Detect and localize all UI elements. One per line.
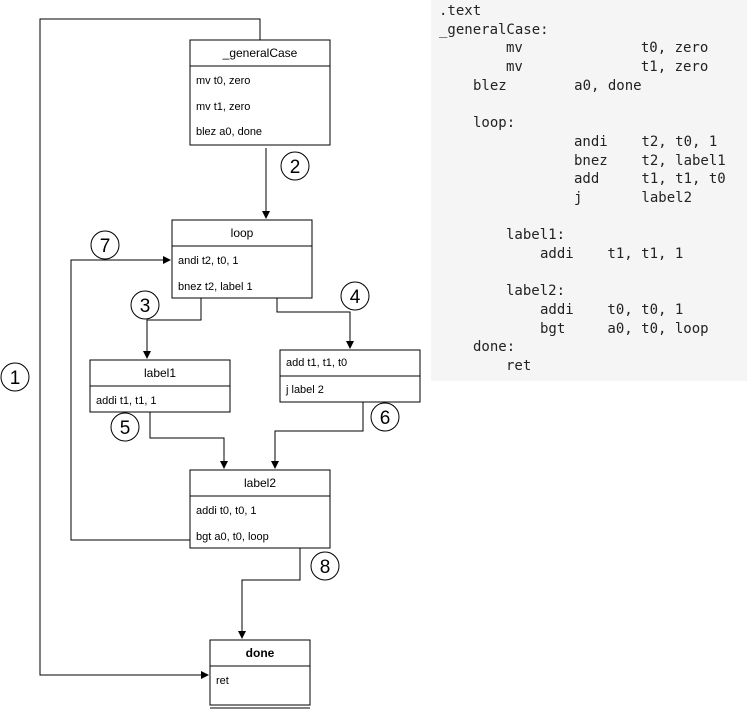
code-line: j label2 bbox=[574, 190, 693, 206]
badge-number: 3 bbox=[140, 296, 151, 317]
edge-number-badge: 4 bbox=[340, 281, 370, 311]
code-line: ret bbox=[506, 358, 532, 374]
code-line: blez a0, done bbox=[473, 78, 642, 94]
block-label1: label1 addi t1, t1, 1 bbox=[89, 359, 231, 413]
block-loop: loop andi t2, t0, 1 bnez t2, label 1 bbox=[171, 219, 313, 299]
edge-number-badge: 8 bbox=[310, 551, 340, 581]
block-title: label2 bbox=[244, 476, 276, 490]
code-line: mv t1, zero bbox=[506, 59, 709, 75]
code-line: addi t0, t0, 1 bbox=[540, 302, 684, 318]
badge-number: 8 bbox=[320, 557, 331, 578]
block-addblock: add t1, t1, t0 j label 2 bbox=[279, 349, 421, 403]
block-instruction: blez a0, done bbox=[196, 126, 262, 138]
code-line: done: bbox=[473, 339, 516, 355]
code-line: mv t0, zero bbox=[506, 40, 709, 56]
edge-label2-to-done bbox=[238, 548, 301, 639]
block-box bbox=[209, 639, 311, 706]
edge-number-badge: 7 bbox=[90, 230, 120, 260]
code-line: bgt a0, t0, loop bbox=[540, 321, 709, 337]
block-instruction: addi t0, t0, 1 bbox=[196, 505, 257, 517]
block-instruction: andi t2, t0, 1 bbox=[178, 255, 239, 267]
code-line: add t1, t1, t0 bbox=[574, 171, 726, 187]
badge-circle bbox=[280, 151, 310, 181]
badge-circle bbox=[340, 281, 370, 311]
badge-number: 2 bbox=[290, 157, 301, 178]
edge-label2-to-loop bbox=[70, 256, 190, 541]
block-title: label1 bbox=[144, 366, 176, 380]
block-title: loop bbox=[231, 226, 254, 240]
code-line: .text bbox=[439, 3, 482, 19]
block-box bbox=[171, 219, 313, 299]
edge-loop-to-label1 bbox=[143, 298, 202, 359]
block-title: done bbox=[246, 646, 275, 660]
code-line: label1: bbox=[506, 227, 566, 243]
badge-number: 1 bbox=[10, 368, 21, 389]
block-box bbox=[189, 39, 331, 146]
block-box bbox=[189, 469, 331, 549]
block-instruction: bgt a0, t0, loop bbox=[196, 531, 269, 543]
block-instruction: bnez t2, label 1 bbox=[178, 281, 253, 293]
badge-circle bbox=[110, 412, 140, 442]
code-line: loop: bbox=[473, 115, 516, 131]
block-instruction: addi t1, t1, 1 bbox=[96, 395, 157, 407]
block-instruction: mv t0, zero bbox=[196, 75, 250, 87]
block-done: done ret bbox=[209, 639, 311, 709]
badge-circle bbox=[130, 290, 160, 320]
code-line: andi t2, t0, 1 bbox=[574, 134, 718, 150]
badge-number: 7 bbox=[100, 236, 111, 257]
block-instruction: add t1, t1, t0 bbox=[286, 357, 347, 369]
badge-circle bbox=[370, 402, 400, 432]
edge-number-badge: 5 bbox=[110, 412, 140, 442]
code-line: _generalCase: bbox=[439, 22, 549, 38]
edge-number-badge: 2 bbox=[280, 151, 310, 181]
edge-addblock-to-label2 bbox=[271, 402, 364, 469]
code-line: bnez t2, label1 bbox=[574, 153, 726, 169]
block-instruction: mv t1, zero bbox=[196, 101, 250, 113]
block-instruction: j label 2 bbox=[285, 384, 324, 396]
edge-loop-to-addblock bbox=[276, 298, 354, 349]
badge-number: 4 bbox=[350, 287, 361, 308]
badge-number: 6 bbox=[380, 408, 391, 429]
edge-number-badge: 1 bbox=[0, 362, 30, 392]
badge-circle bbox=[90, 230, 120, 260]
edge-label1-to-label2 bbox=[149, 412, 228, 469]
badge-circle bbox=[310, 551, 340, 581]
badge-number: 5 bbox=[120, 418, 131, 439]
edge-entry-to-done bbox=[39, 18, 261, 679]
block-title: _generalCase bbox=[222, 46, 298, 60]
assembly-code-panel: .text _generalCase:mv t0, zero mv t1, zero… bbox=[431, 0, 747, 381]
block-label2: label2 addi t0, t0, 1 bgt a0, t0, loop bbox=[189, 469, 331, 549]
edge-number-badge: 3 bbox=[130, 290, 160, 320]
edge-number-badge: 6 bbox=[370, 402, 400, 432]
badge-circle bbox=[0, 362, 30, 392]
code-line: label2: bbox=[506, 283, 566, 299]
block-instruction: ret bbox=[216, 675, 229, 687]
code-line: addi t1, t1, 1 bbox=[540, 246, 684, 262]
